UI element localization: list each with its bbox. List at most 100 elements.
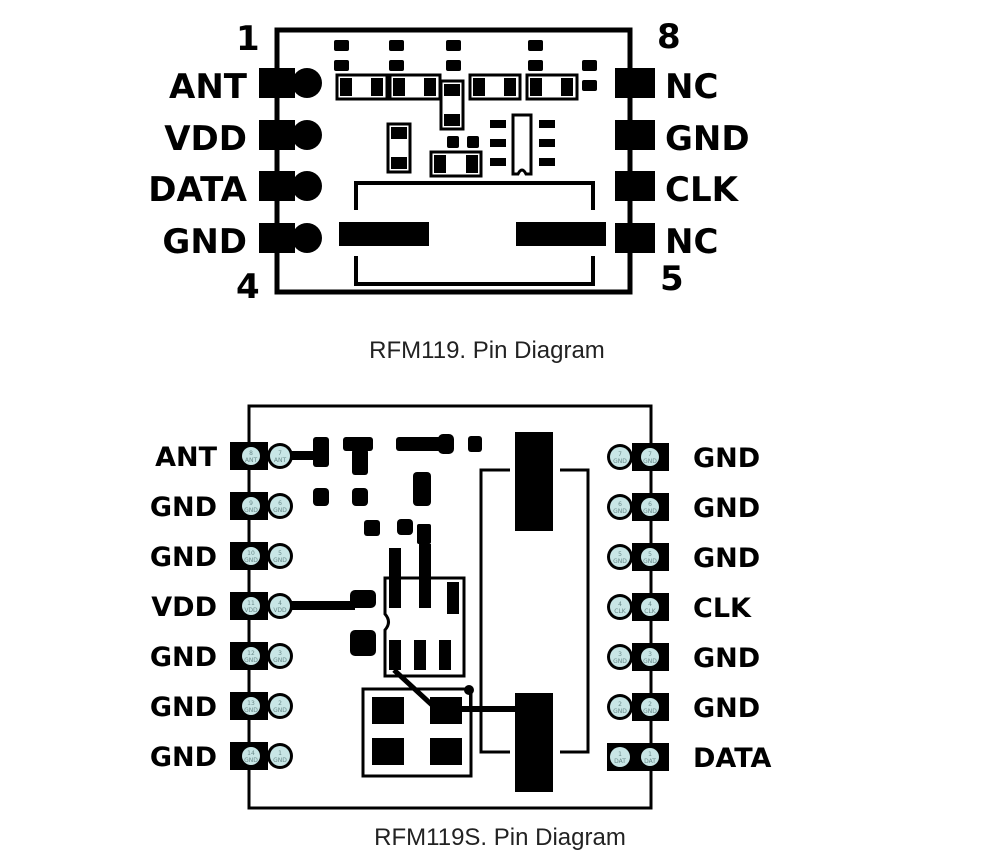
rfm119-pin-label: NC (665, 222, 718, 262)
pad-number: 7 (618, 451, 622, 458)
rfm119-pin-data: DATA (148, 170, 322, 210)
pad-number: 11 (247, 600, 255, 607)
rfm119-pin-label: NC (665, 67, 718, 107)
pad-number: 14 (247, 750, 255, 757)
pad-signal: GND (613, 658, 627, 665)
pad-signal: DAT (644, 758, 656, 765)
pad-number: 7 (278, 450, 282, 457)
pad-number: 4 (278, 600, 282, 607)
pad-number: 6 (618, 501, 622, 508)
pad-number: 9 (249, 500, 253, 507)
rfm119s-pin-label: GND (150, 692, 217, 723)
rfm119s-left-pins: 8ANT7ANTANT9GND6GNDGND10GND5GNDGND11VDD4… (150, 406, 293, 808)
rfm119-pin-number-8: 8 (657, 17, 681, 57)
pad-signal: VDD (244, 607, 258, 614)
rfm119-pin-label: ANT (169, 67, 248, 107)
rfm119s-caption: RFM119S. Pin Diagram (374, 824, 626, 851)
pad-signal: GND (643, 458, 657, 465)
pad-number: 1 (618, 751, 622, 758)
pad-number: 12 (247, 650, 255, 657)
pad-signal: GND (244, 557, 258, 564)
pad-number: 4 (648, 601, 652, 608)
pad-number: 3 (618, 651, 622, 658)
rfm119-pin-nc-top: NC (615, 67, 718, 107)
rfm119-pin-gnd-right: GND (615, 119, 750, 159)
pad-number: 5 (648, 551, 652, 558)
rfm119-pin-label: GND (162, 222, 247, 262)
rfm119-right-pins: NC GND CLK NC (615, 67, 750, 262)
rfm119s-pin-label: GND (693, 493, 760, 524)
rfm119-left-pins: ANT VDD DATA GND (148, 67, 322, 262)
pad-number: 2 (618, 701, 622, 708)
pad-signal: DAT (614, 758, 626, 765)
rfm119-pin-ant: ANT (169, 67, 322, 107)
rfm119-diagram: 1 4 8 5 ANT VDD DATA GND (148, 17, 749, 364)
rfm119s-pin-label: ANT (155, 442, 217, 473)
pad-signal: GND (273, 707, 287, 714)
pad-signal: GND (643, 558, 657, 565)
rfm119-pin-label: GND (665, 119, 750, 159)
pad-number: 1 (278, 750, 282, 757)
pad-number: 6 (648, 501, 652, 508)
pad-signal: GND (244, 657, 258, 664)
pad-number: 4 (618, 601, 622, 608)
rfm119s-pin-label: VDD (151, 592, 217, 623)
rfm119-pin-nc-bottom: NC (615, 222, 718, 262)
rfm119-pin-gnd: GND (162, 222, 322, 262)
pad-number: 5 (618, 551, 622, 558)
rfm119s-pin-label: GND (693, 443, 760, 474)
pad-number: 2 (278, 700, 282, 707)
rfm119-components (334, 40, 606, 286)
pad-number: 2 (648, 701, 652, 708)
pad-number: 13 (247, 700, 255, 707)
rfm119-pin-clk: CLK (615, 170, 740, 210)
rfm119s-pin-label: GND (693, 543, 760, 574)
rfm119-pin-vdd: VDD (164, 119, 322, 159)
rfm119-caption: RFM119. Pin Diagram (369, 337, 605, 364)
pad-signal: GND (643, 658, 657, 665)
pad-signal: GND (244, 757, 258, 764)
rfm119-pin-number-5: 5 (660, 259, 684, 299)
pad-number: 3 (648, 651, 652, 658)
rfm119s-pin-label: GND (693, 643, 760, 674)
rfm119s-pin-label: GND (150, 742, 217, 773)
pad-signal: GND (244, 507, 258, 514)
pad-signal: CLK (644, 608, 657, 615)
pad-number: 8 (249, 450, 253, 457)
pad-signal: ANT (245, 457, 258, 464)
rfm119-board-outline (274, 27, 633, 295)
pad-signal: GND (613, 508, 627, 515)
pad-number: 1 (648, 751, 652, 758)
